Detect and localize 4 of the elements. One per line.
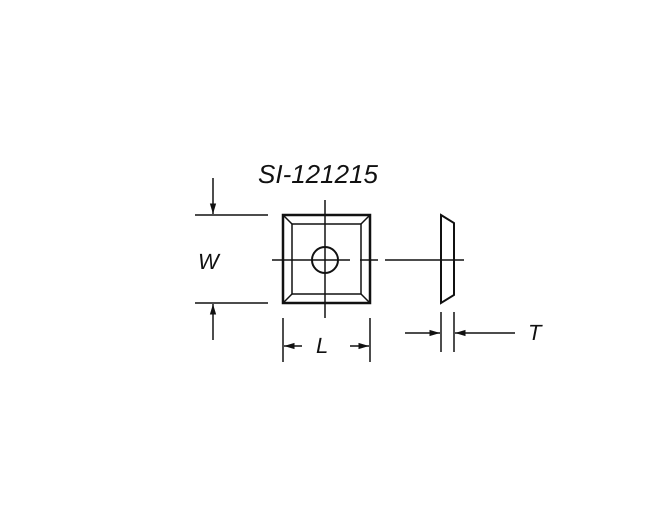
dimension-label: T (528, 322, 542, 344)
dimension-label: W (198, 251, 219, 273)
dimension-label: L (316, 335, 328, 357)
part-number: SI-121215 (258, 161, 378, 187)
